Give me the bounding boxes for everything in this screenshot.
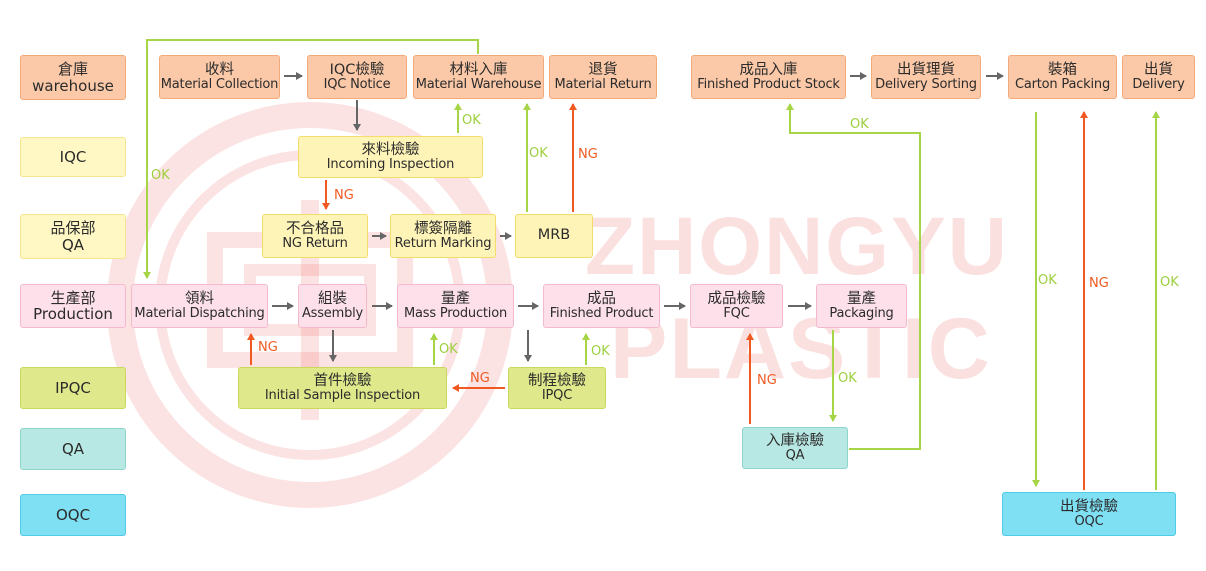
lane-ipqc: IPQC	[20, 367, 126, 409]
arrow-ok-warehouse-to-dispatch	[143, 39, 479, 279]
lane-iqc: IQC	[20, 137, 126, 177]
label-ng-initial: NG	[258, 340, 278, 355]
lane-qa: QA	[20, 428, 126, 470]
node-mrb: MRB	[515, 214, 593, 258]
label-ng-ipqc: NG	[470, 371, 490, 386]
watermark-zhongyu-text: ZHONGYU	[585, 201, 1009, 292]
label-ng-mrb: NG	[578, 147, 598, 162]
arrow-ok-qa-to-stock	[786, 103, 921, 450]
label-ok-warehouse-loop: OK	[151, 168, 170, 183]
label-ok-qa-to-stock: OK	[850, 117, 869, 132]
label-ok-carton: OK	[1038, 273, 1057, 288]
label-ok-packaging: OK	[838, 371, 857, 386]
label-ok-ipqc: OK	[591, 344, 610, 359]
label-ok-delivery: OK	[1160, 275, 1179, 290]
label-ok-incoming: OK	[462, 113, 481, 128]
label-ok-mrb: OK	[529, 146, 548, 161]
label-ng-incoming: NG	[334, 188, 354, 203]
label-ok-initial: OK	[439, 342, 458, 357]
lane-oqc: OQC	[20, 494, 126, 536]
watermark-plastic-text: PLASTIC	[610, 301, 992, 397]
label-ng-qa: NG	[757, 373, 777, 388]
label-ng-oqc: NG	[1089, 276, 1109, 291]
